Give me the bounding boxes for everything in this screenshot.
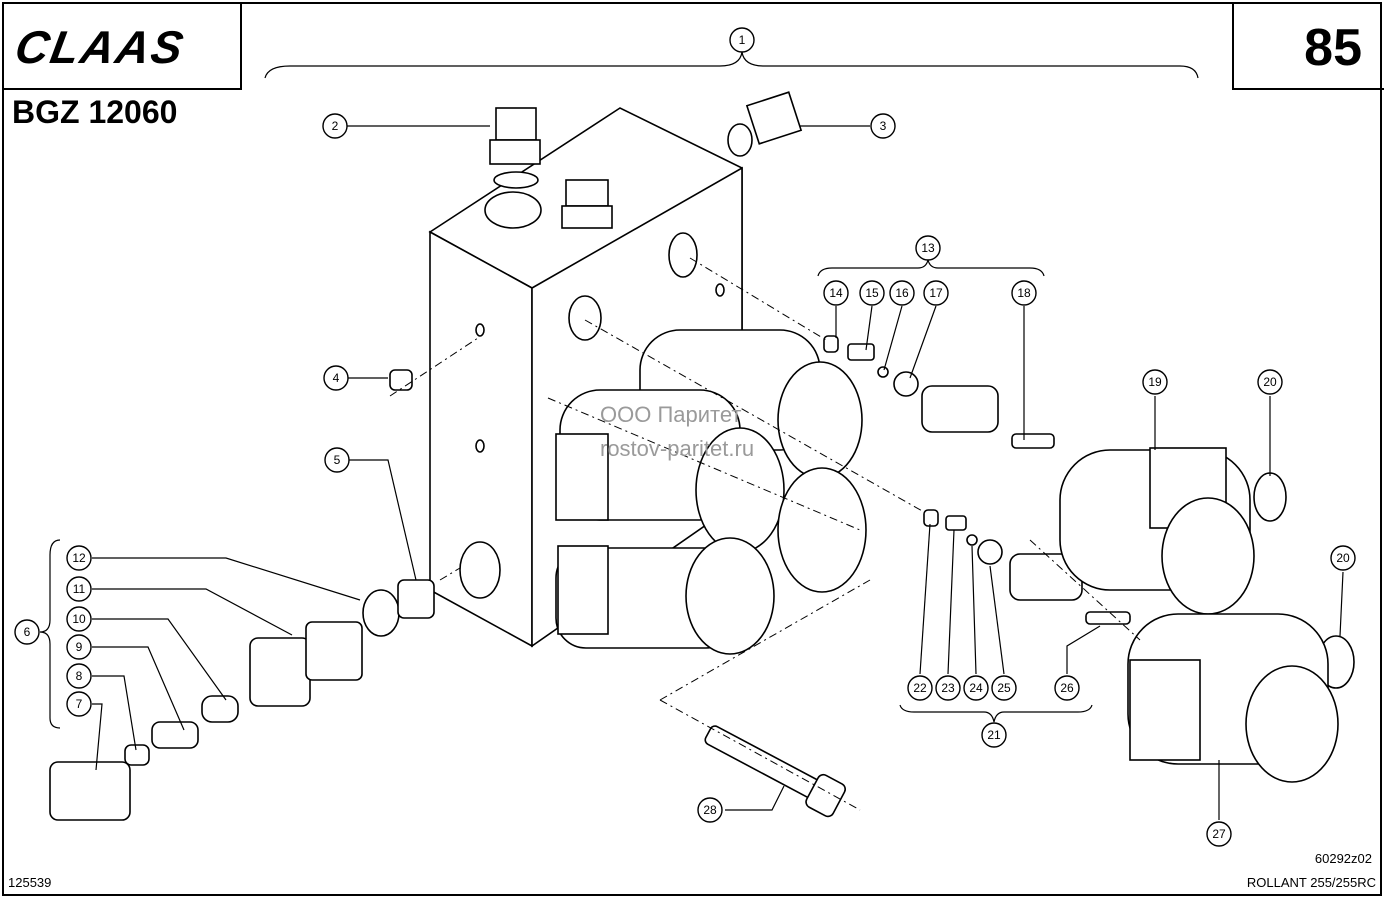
coil-lower [555,537,775,655]
callout-25: 25 [991,675,1017,701]
page-number-box: 85 [1232,2,1384,90]
cartridge-upper [823,335,1055,449]
callout-12: 12 [66,545,92,571]
svg-text:20: 20 [1336,551,1350,565]
svg-text:21: 21 [987,728,1001,742]
callout-27: 27 [1206,821,1232,847]
callout-17: 17 [923,280,949,306]
svg-text:4: 4 [333,371,340,385]
svg-text:20: 20 [1263,375,1277,389]
callout-9: 9 [66,634,92,660]
svg-text:10: 10 [72,612,86,626]
solenoid-coil-27 [1127,613,1339,783]
fitting-3 [727,91,803,157]
o-ring-20-upper [1253,472,1287,522]
callout-7: 7 [66,691,92,717]
callout-5: 5 [324,447,350,473]
callout-2: 2 [322,113,348,139]
coil-middle [555,389,785,553]
svg-text:9: 9 [76,640,83,654]
svg-text:7: 7 [76,697,83,711]
callout-26: 26 [1054,675,1080,701]
svg-text:22: 22 [913,681,927,695]
callout-3: 3 [870,113,896,139]
watermark-line2: rostov-paritet.ru [600,436,755,461]
svg-text:8: 8 [76,669,83,683]
svg-text:3: 3 [880,119,887,133]
callout-13: 13 [915,235,941,261]
page-number: 85 [1304,19,1362,77]
svg-text:19: 19 [1148,375,1162,389]
callout-19: 19 [1142,369,1168,395]
plug-top [561,179,613,229]
drawing-id: 60292z02 [1314,851,1372,866]
model-name: ROLLANT 255/255RC [1246,875,1376,890]
bolt-28 [704,725,847,818]
bracket-21 [899,704,1093,723]
cartridge-lower [923,509,1131,625]
svg-text:27: 27 [1212,827,1226,841]
pin-4 [389,369,413,391]
svg-text:13: 13 [921,241,935,255]
callout-28: 28 [697,797,723,823]
solenoid-coil-19 [1059,447,1255,615]
svg-text:11: 11 [73,582,86,596]
svg-text:23: 23 [941,681,955,695]
watermark-line1: ООО Паритет [600,402,742,427]
callout-4: 4 [323,365,349,391]
group-code: BGZ 12060 [12,94,178,130]
callout-15: 15 [859,280,885,306]
watermark: ООО Паритет rostov-paritet.ru [600,398,754,466]
bracket-1 [264,51,1199,79]
brand-box: CLAAS [2,2,242,90]
svg-text:6: 6 [24,625,31,639]
svg-text:18: 18 [1017,286,1031,300]
bracket-6 [39,539,61,729]
svg-text:15: 15 [865,286,879,300]
callout-10: 10 [66,606,92,632]
callout-18: 18 [1011,280,1037,306]
callout-1: 1 [729,27,755,53]
callout-22: 22 [907,675,933,701]
callout-8: 8 [66,663,92,689]
relief-valve-parts [49,579,435,821]
svg-text:16: 16 [895,286,909,300]
bracket-13 [817,259,1045,277]
callout-6: 6 [14,619,40,645]
svg-text:2: 2 [332,119,339,133]
svg-text:25: 25 [997,681,1011,695]
callout-24: 24 [963,675,989,701]
callout-23: 23 [935,675,961,701]
fitting-2 [489,107,541,189]
svg-text:17: 17 [929,286,943,300]
callout-16: 16 [889,280,915,306]
callout-11: 11 [66,576,92,602]
svg-text:1: 1 [739,33,746,47]
callout-20-upper: 20 [1257,369,1283,395]
svg-text:12: 12 [72,551,86,565]
doc-number: 125539 [8,875,52,890]
callout-14: 14 [823,280,849,306]
svg-text:5: 5 [334,453,341,467]
callout-21: 21 [981,722,1007,748]
coil-right-on-block [777,467,867,593]
svg-text:24: 24 [969,681,983,695]
svg-text:14: 14 [829,286,843,300]
svg-text:26: 26 [1060,681,1074,695]
callout-20-lower: 20 [1330,545,1356,571]
svg-text:28: 28 [703,803,717,817]
